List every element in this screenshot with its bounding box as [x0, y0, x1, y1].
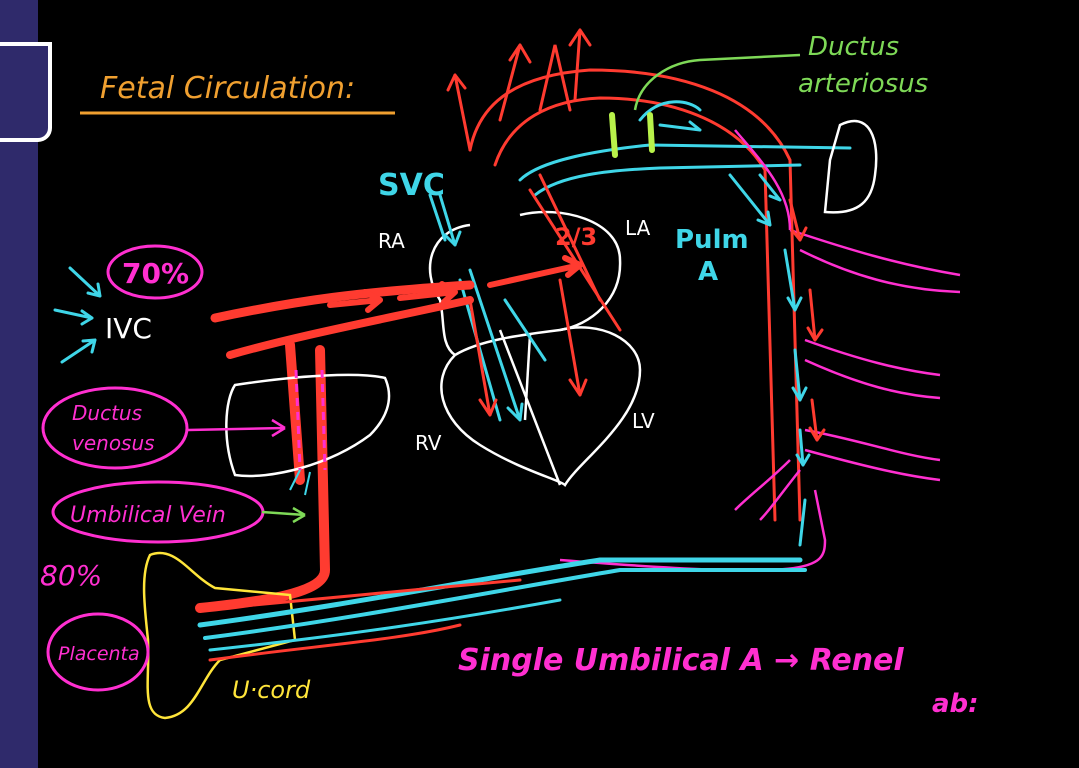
label-umbilical-vein: Umbilical Vein	[70, 503, 226, 528]
note-single-umbilical: Single Umbilical A → Renel	[458, 643, 904, 678]
label-la: LA	[625, 216, 651, 240]
label-ductus-arteriosus-line1: Ductus	[808, 32, 899, 62]
note-ab: ab:	[932, 689, 979, 719]
label-ductus-arteriosus-line2: arteriosus	[798, 69, 928, 99]
label-pulm-line1: Pulm	[675, 225, 749, 255]
label-ra: RA	[378, 229, 405, 253]
ductus-arteriosus-marker	[609, 112, 655, 158]
label-eighty-pct: 80%	[40, 559, 102, 592]
umbilical-cord	[197, 557, 807, 662]
ductus-venosus-pointer	[187, 418, 286, 438]
page-title: Fetal Circulation:	[100, 71, 355, 106]
liver-outline	[225, 373, 391, 478]
ivc-inflow-arrows	[53, 266, 102, 364]
ductus-venosus-circle	[41, 386, 189, 470]
label-svc: SVC	[378, 168, 445, 203]
pulmonary-artery	[518, 100, 852, 227]
descending-aorta-arrows	[783, 198, 826, 547]
label-placenta: Placenta	[58, 643, 140, 665]
seventy-pct-circle	[106, 244, 204, 300]
label-pulm-line2: A	[698, 257, 718, 287]
liver-cyan-strokes	[289, 469, 311, 496]
placenta-circle	[46, 612, 150, 692]
ductus-arteriosus-pointer	[633, 53, 801, 111]
ductus-venosus-dashes	[294, 369, 327, 471]
label-two-thirds: 2/3	[555, 223, 597, 251]
sidebar	[0, 0, 52, 768]
label-u-cord: U·cord	[232, 676, 311, 704]
label-ivc: IVC	[105, 312, 152, 345]
label-lv: LV	[632, 409, 655, 433]
left-lung-outline	[823, 119, 878, 214]
heart-outline	[428, 210, 642, 488]
sidebar-tab[interactable]	[0, 42, 52, 142]
label-ductus-venosus-line1: Ductus	[72, 401, 142, 425]
heart-flow-arrows	[428, 173, 622, 422]
umbilical-vein-pointer	[261, 506, 306, 524]
label-rv: RV	[415, 431, 442, 455]
label-seventy-pct: 70%	[122, 257, 189, 290]
aortic-arch	[446, 28, 802, 522]
descending-aorta-branches	[559, 129, 961, 572]
label-ductus-venosus-line2: venosus	[72, 431, 155, 455]
placenta-outline	[142, 551, 297, 720]
